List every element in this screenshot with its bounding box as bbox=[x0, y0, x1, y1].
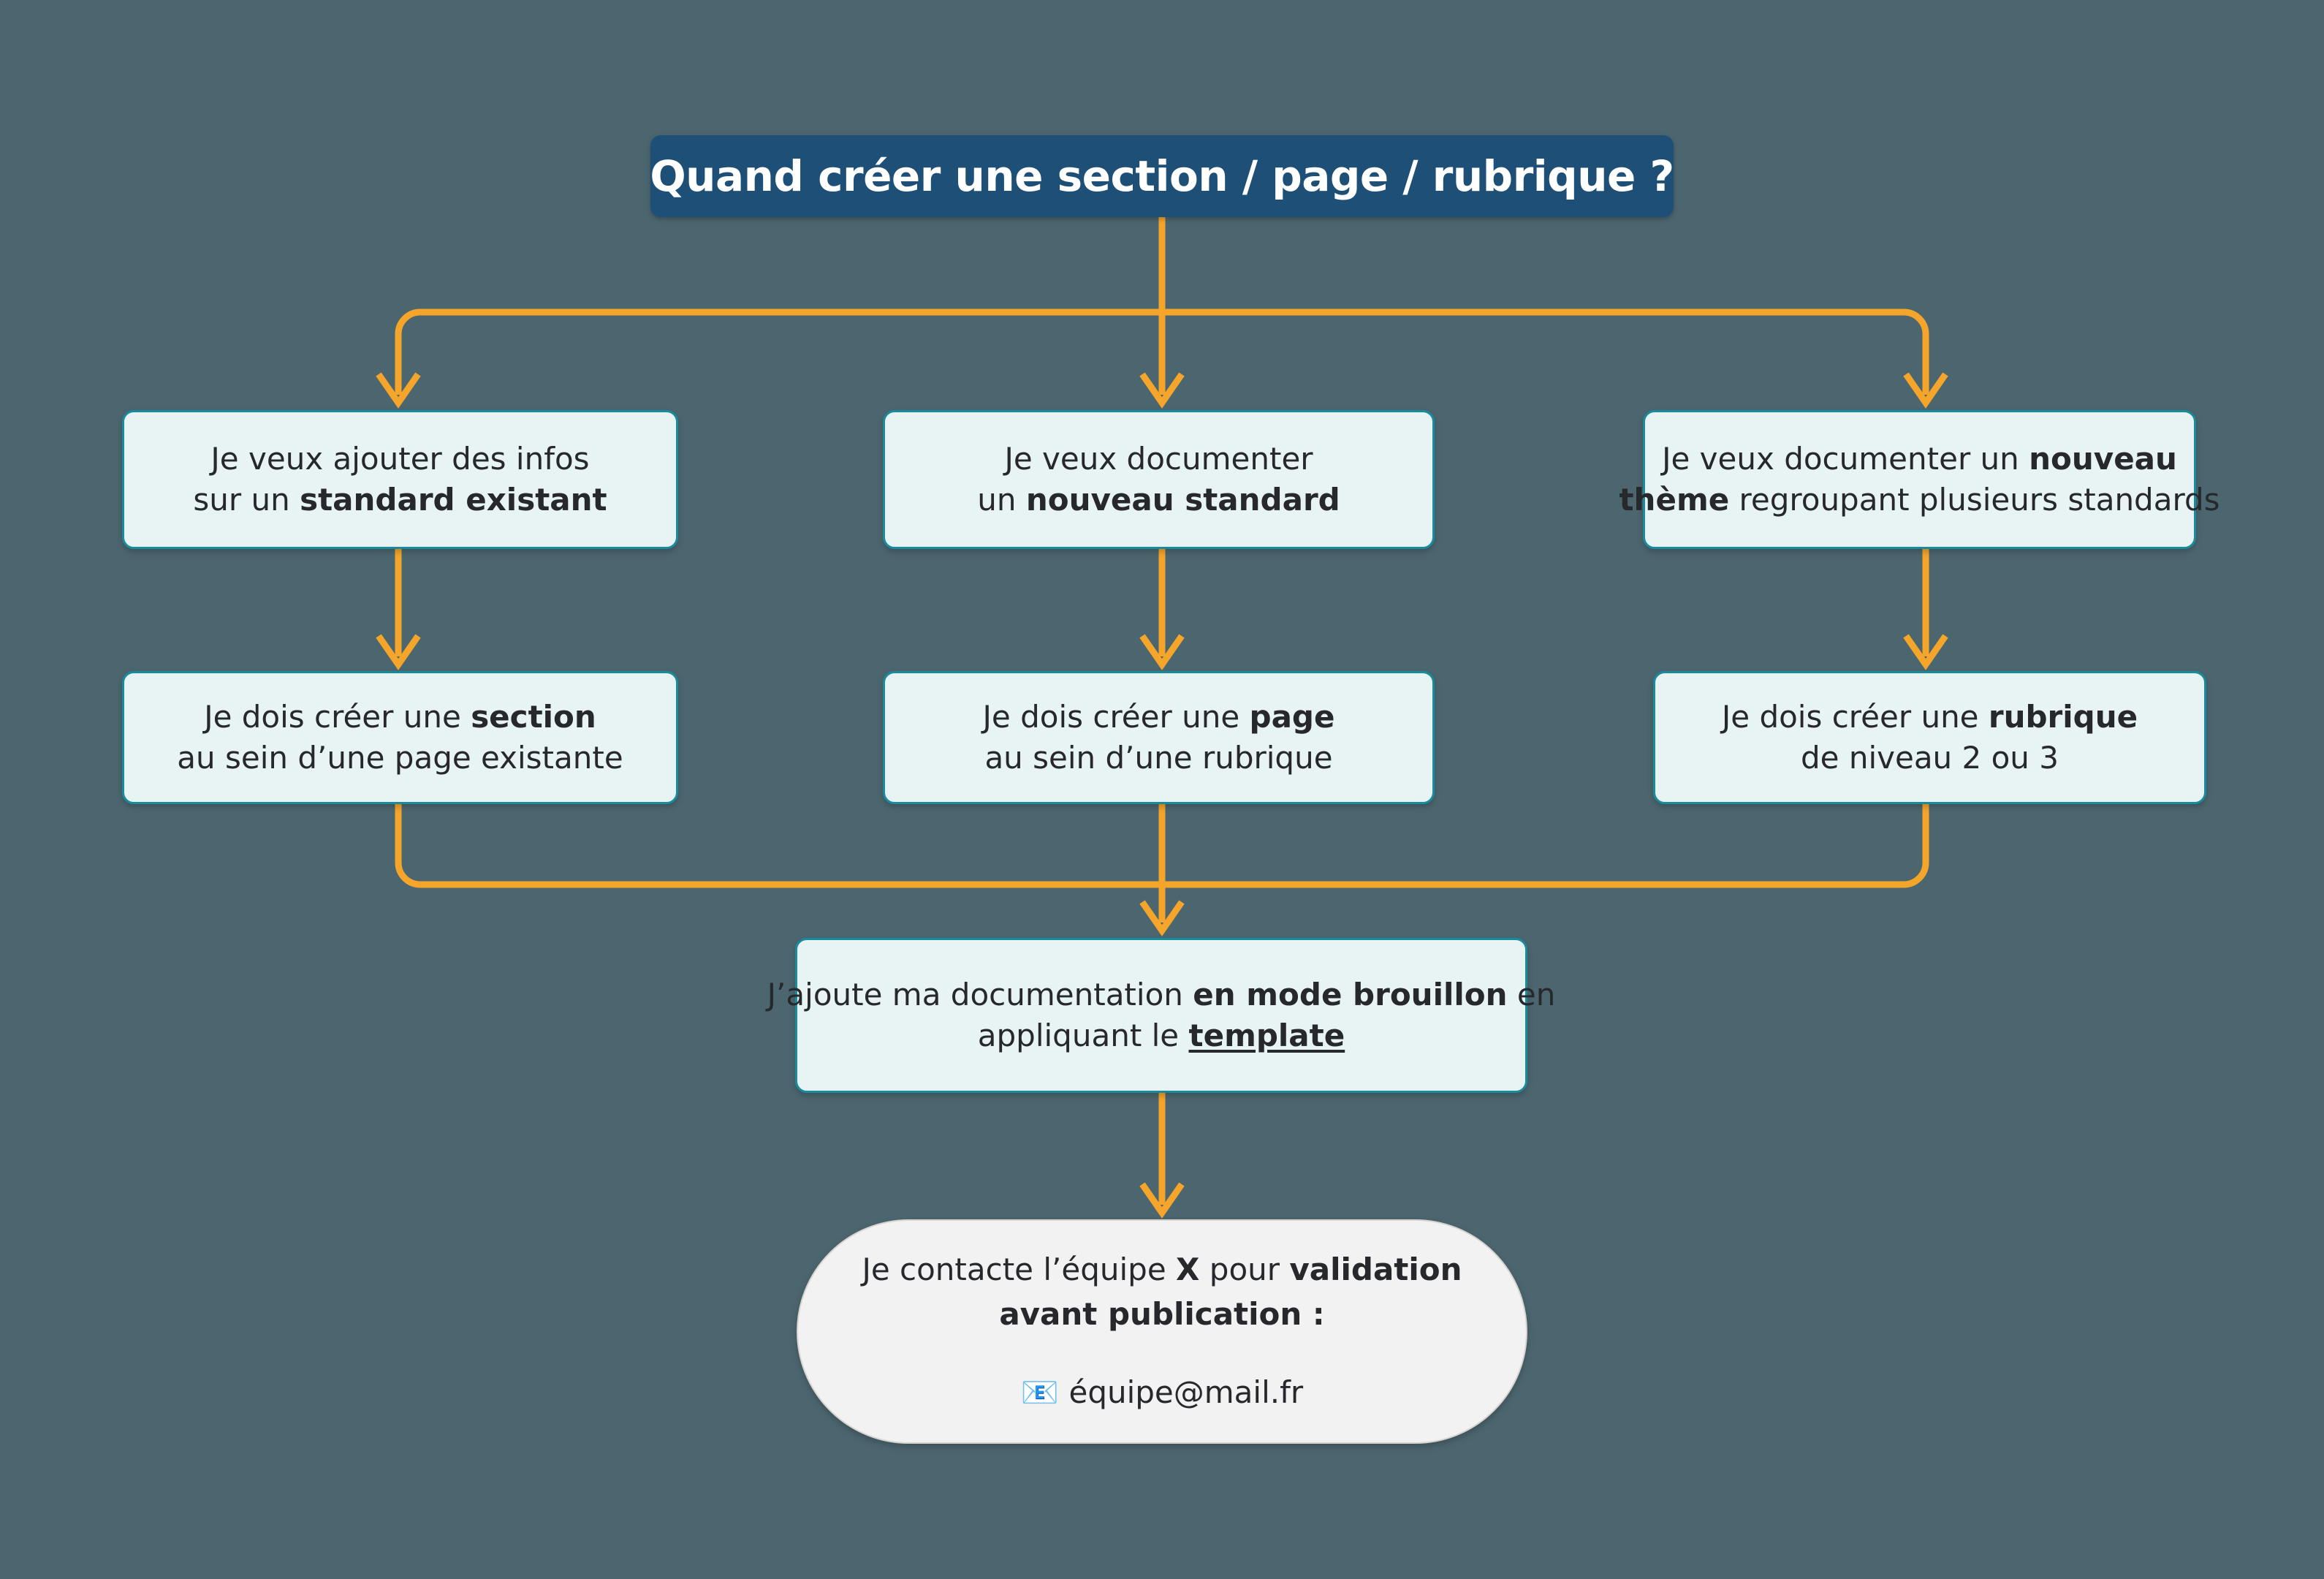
connector-bus-right bbox=[1162, 308, 1929, 395]
node-document-new-theme[interactable]: Je veux documenter un nouveau thème regr… bbox=[1619, 410, 2220, 549]
node-line-1: Je veux documenter un nouveau bbox=[1662, 439, 2177, 480]
node-line-2: avant publication : bbox=[999, 1292, 1324, 1337]
node-line-2: thème regroupant plusieurs standards bbox=[1619, 480, 2219, 520]
text-normal: Je dois créer une bbox=[204, 699, 471, 735]
text-strong: section bbox=[471, 699, 596, 735]
arrowhead-r2c3 bbox=[1903, 634, 1948, 670]
node-add-info-existing-standard[interactable]: Je veux ajouter des infos sur un standar… bbox=[122, 410, 678, 549]
text-normal: Je dois créer une bbox=[1721, 699, 1989, 735]
text-strong: thème bbox=[1619, 482, 1730, 518]
node-document-new-standard[interactable]: Je veux documenter un nouveau standard bbox=[883, 410, 1435, 549]
node-draft-mode-template[interactable]: J’ajoute ma documentation en mode brouil… bbox=[767, 938, 1555, 1093]
arrowhead-r1c2 bbox=[1139, 372, 1185, 409]
text-strong: avant publication : bbox=[999, 1296, 1325, 1333]
text-normal: Je dois créer une bbox=[982, 699, 1250, 735]
page-title: Quand créer une section / page / rubriqu… bbox=[650, 151, 1674, 201]
text-strong: nouveau bbox=[2029, 441, 2177, 477]
arrowhead-r2c1 bbox=[376, 634, 421, 670]
node-line-1: Je veux ajouter des infos bbox=[210, 441, 590, 477]
text-strong: page bbox=[1249, 699, 1335, 735]
connector-r2c3-merge bbox=[1162, 804, 1929, 888]
node-line-1: Je dois créer une page bbox=[983, 697, 1335, 738]
email-address[interactable]: équipe@mail.fr bbox=[1068, 1374, 1304, 1410]
text-strong: en mode brouillon bbox=[1193, 977, 1508, 1013]
node-create-rubrique[interactable]: Je dois créer une rubrique de niveau 2 o… bbox=[1653, 671, 2206, 804]
arrowhead-r1c1 bbox=[376, 372, 421, 409]
arrowhead-r1c3 bbox=[1903, 372, 1948, 409]
node-line-2: au sein d’une page existante bbox=[177, 740, 623, 776]
node-line-2: sur un standard existant bbox=[193, 480, 607, 520]
text-strong: validation bbox=[1289, 1252, 1462, 1288]
node-line-1: Je veux documenter bbox=[1004, 441, 1313, 477]
text-normal: appliquant le bbox=[977, 1018, 1189, 1053]
text-normal: en bbox=[1507, 977, 1556, 1013]
node-line-2: de niveau 2 ou 3 bbox=[1800, 740, 2059, 776]
connector-r2c1-merge bbox=[395, 804, 1162, 888]
text-normal: un bbox=[977, 482, 1026, 518]
diagram-title: Quand créer une section / page / rubriqu… bbox=[650, 135, 1674, 217]
template-link[interactable]: template bbox=[1188, 1018, 1345, 1053]
text-normal: Je veux documenter un bbox=[1662, 441, 2029, 477]
node-contact-team-validation[interactable]: Je contacte l’équipe X pour validation a… bbox=[797, 1219, 1527, 1444]
text-strong: X bbox=[1176, 1252, 1200, 1288]
node-create-page[interactable]: Je dois créer une page au sein d’une rub… bbox=[883, 671, 1435, 804]
text-strong: rubrique bbox=[1988, 699, 2138, 735]
node-create-section[interactable]: Je dois créer une section au sein d’une … bbox=[122, 671, 678, 804]
arrowhead-draft bbox=[1139, 900, 1185, 936]
arrowhead-final bbox=[1139, 1182, 1185, 1219]
node-line-1: Je dois créer une section bbox=[204, 697, 596, 738]
text-normal: J’ajoute ma documentation bbox=[767, 977, 1193, 1013]
node-line-1: Je dois créer une rubrique bbox=[1722, 697, 2138, 738]
node-line-2: au sein d’une rubrique bbox=[984, 740, 1333, 776]
text-normal: regroupant plusieurs standards bbox=[1729, 482, 2220, 518]
email-icon: 📧 bbox=[1020, 1374, 1060, 1410]
text-strong: nouveau standard bbox=[1025, 482, 1340, 518]
text-normal: Je contacte l’équipe bbox=[862, 1252, 1177, 1288]
arrowhead-r2c2 bbox=[1139, 634, 1185, 670]
text-strong: standard existant bbox=[300, 482, 607, 518]
node-line-email: 📧 équipe@mail.fr bbox=[1021, 1371, 1303, 1415]
text-normal: pour bbox=[1199, 1252, 1290, 1288]
node-line-2: appliquant le template bbox=[978, 1015, 1345, 1056]
node-line-2: un nouveau standard bbox=[977, 480, 1340, 520]
node-line-1: Je contacte l’équipe X pour validation bbox=[862, 1248, 1462, 1292]
text-normal: sur un bbox=[193, 482, 300, 518]
connector-bus-left bbox=[395, 308, 1162, 395]
node-line-1: J’ajoute ma documentation en mode brouil… bbox=[767, 974, 1556, 1015]
